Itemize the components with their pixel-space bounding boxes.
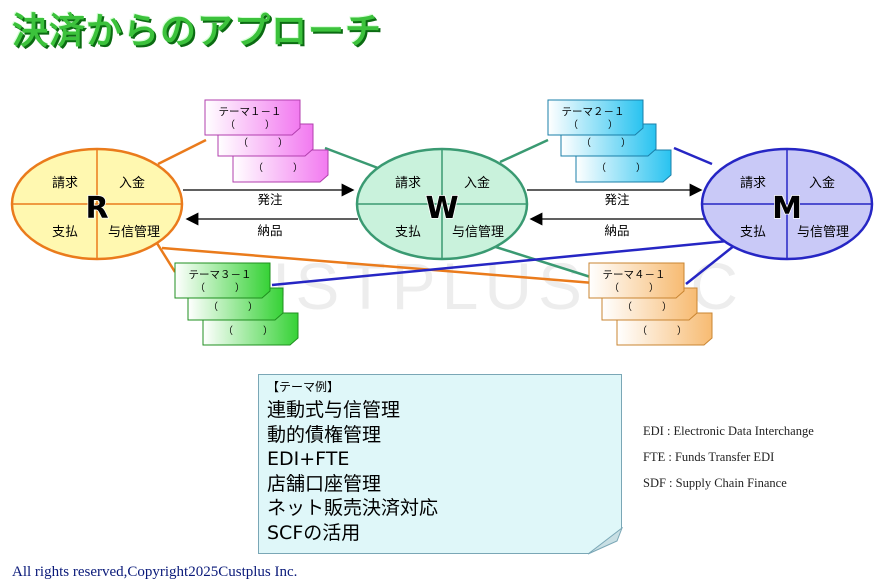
theme-2-paren-2: （ ） [581, 137, 631, 149]
legend-edi: EDI : Electronic Data Interchange [643, 424, 814, 438]
theme-1-paren-3: （ ） [253, 162, 303, 174]
entity-w-payment: 支払 [395, 225, 421, 240]
note-fold-corner [587, 527, 623, 555]
entity-r: 請求 入金 支払 与信管理 R [10, 147, 184, 261]
entity-r-invoice: 請求 [52, 176, 78, 191]
theme-stack-2: （ ） （ ） テーマ２－１ （ ） [547, 99, 672, 183]
theme-stack-4: （ ） （ ） テーマ４－１ （ ） [588, 262, 713, 346]
theme-stack-3: （ ） （ ） テーマ３－１ （ ） [174, 262, 299, 346]
entity-r-payment: 支払 [52, 225, 78, 240]
order-label-rw: 発注 [257, 192, 283, 207]
page-title: 決済からのアプローチ [12, 11, 383, 52]
theme-2-label: テーマ２－１ [562, 106, 625, 118]
delivery-label-rw: 納品 [257, 223, 282, 238]
theme-example-item: 店舗口座管理 [267, 472, 382, 495]
entity-w-receipt: 入金 [464, 175, 490, 191]
entity-m-credit: 与信管理 [797, 225, 849, 240]
theme-1-label: テーマ１－１ [219, 106, 282, 118]
theme-1-paren-2: （ ） [238, 137, 288, 149]
theme-4-paren-1: （ ） [609, 282, 659, 294]
theme-example-item: 連動式与信管理 [267, 399, 401, 421]
theme-3-label: テーマ３－１ [189, 269, 252, 281]
entity-m-invoice: 請求 [740, 176, 766, 191]
flow-arrows [183, 183, 705, 226]
entity-m-payment: 支払 [740, 225, 766, 240]
theme-4-paren-3: （ ） [637, 325, 687, 337]
copyright: All rights reserved,Copyright2025Custplu… [12, 564, 298, 580]
entity-m-receipt: 入金 [809, 175, 835, 191]
legend-fte: FTE : Funds Transfer EDI [643, 450, 775, 464]
connector-lines [153, 138, 739, 287]
entity-m: 請求 入金 支払 与信管理 M [700, 147, 874, 261]
entity-w-letter: W [425, 191, 458, 226]
theme-example-item: EDI+FTE [267, 448, 350, 470]
entity-w: 請求 入金 支払 与信管理 W [355, 147, 529, 261]
theme-1-paren-1: （ ） [225, 119, 275, 131]
theme-examples-box: 【テーマ例】 連動式与信管理 動的債権管理 EDI+FTE 店舗口座管理 ネット… [258, 374, 623, 555]
entity-r-letter: R [85, 191, 108, 226]
delivery-label-wm: 納品 [604, 223, 629, 238]
theme-4-label: テーマ４－１ [603, 269, 666, 281]
theme-examples-header: 【テーマ例】 [267, 380, 340, 394]
entity-r-credit: 与信管理 [108, 225, 160, 240]
entity-r-receipt: 入金 [119, 175, 145, 191]
entity-m-letter: M [772, 191, 802, 226]
legend-sdf: SDF : Supply Chain Finance [643, 476, 787, 490]
entity-w-invoice: 請求 [395, 176, 421, 191]
entity-w-credit: 与信管理 [452, 225, 504, 240]
theme-4-paren-2: （ ） [622, 301, 672, 313]
order-label-wm: 発注 [604, 192, 630, 207]
abbreviation-legend: EDI : Electronic Data Interchange FTE : … [643, 424, 814, 502]
theme-example-item: SCFの活用 [267, 521, 361, 544]
theme-2-paren-3: （ ） [596, 162, 646, 174]
theme-2-paren-1: （ ） [568, 119, 618, 131]
theme-example-item: 動的債権管理 [267, 423, 382, 446]
theme-stack-1: （ ） （ ） テーマ１－１ （ ） [204, 99, 329, 183]
theme-3-paren-2: （ ） [208, 301, 258, 313]
theme-example-item: ネット販売決済対応 [267, 497, 439, 519]
theme-3-paren-3: （ ） [223, 325, 273, 337]
theme-3-paren-1: （ ） [195, 282, 245, 294]
